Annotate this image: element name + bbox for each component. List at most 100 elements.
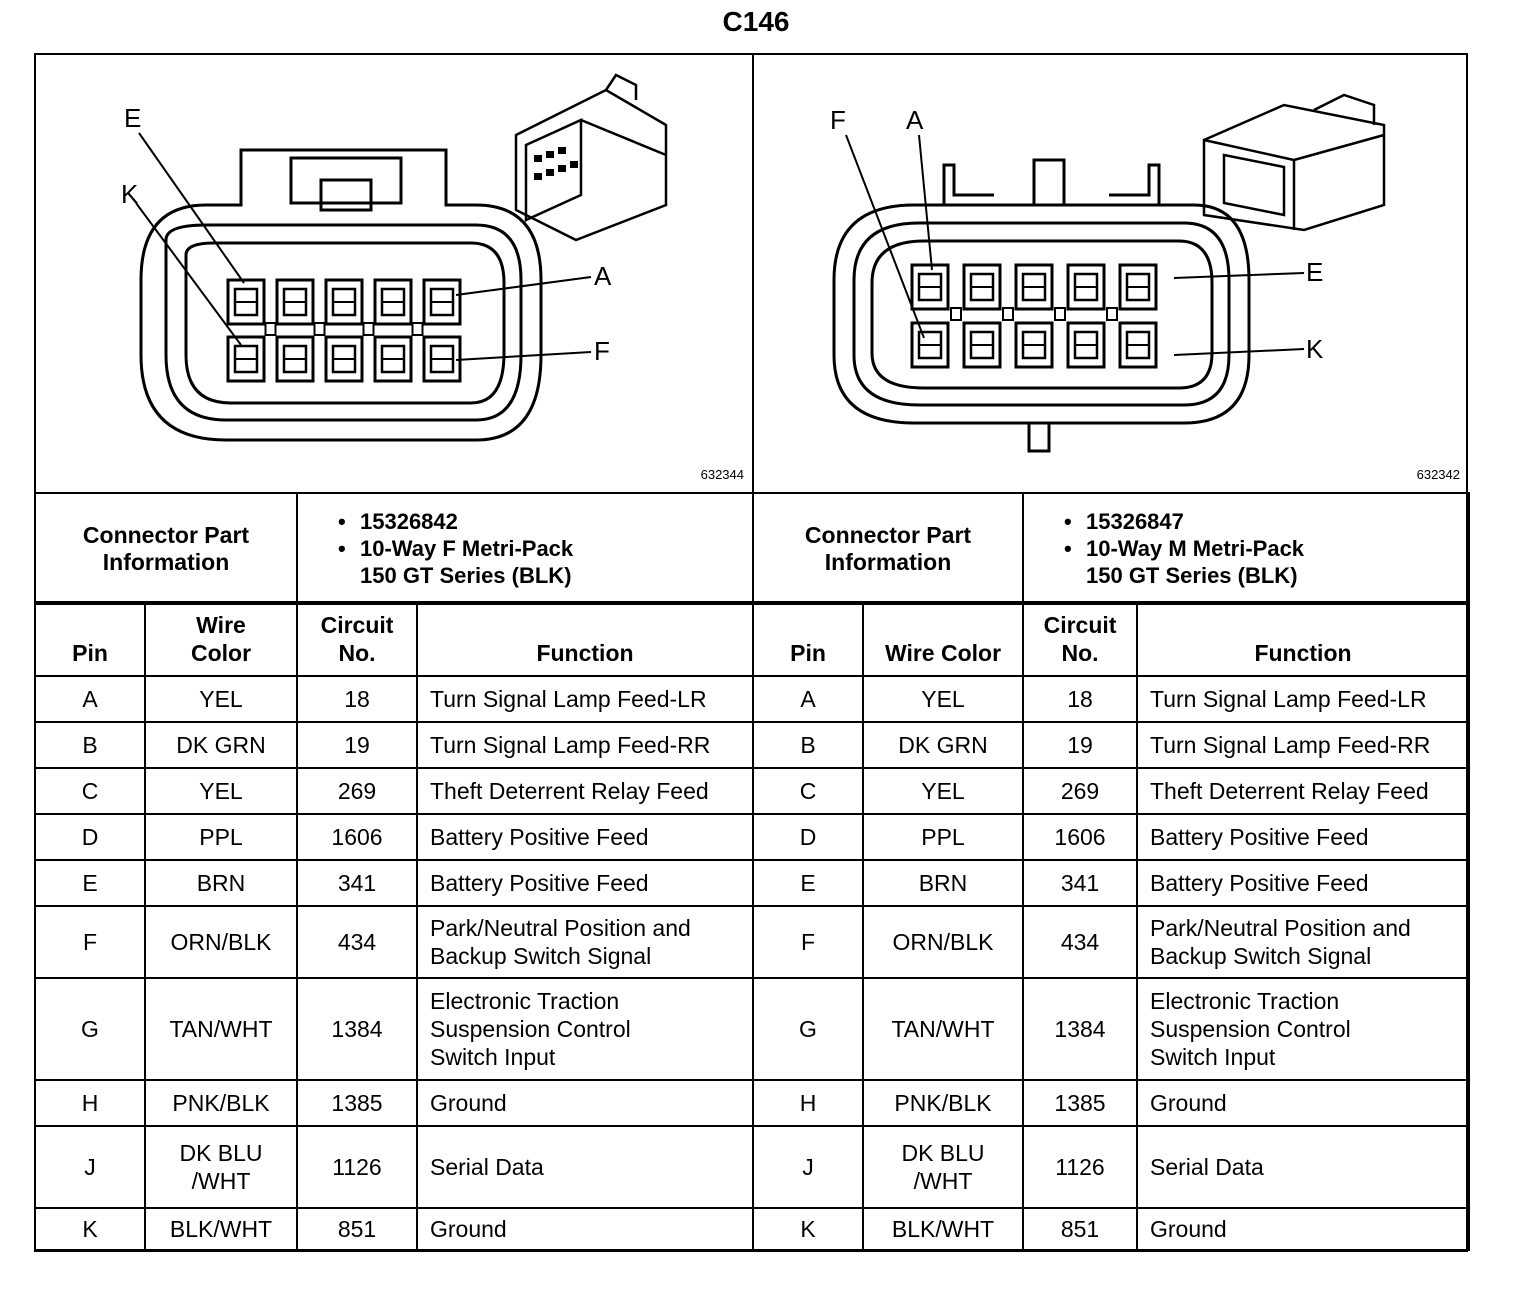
wire-color-cell: BLK/WHT (144, 1207, 298, 1251)
terminal-cavity (1014, 321, 1054, 369)
function-cell: Serial Data (416, 1125, 754, 1209)
wire-color-cell: YEL (144, 675, 298, 723)
wire-color-cell: BRN (862, 859, 1024, 907)
terminal-cavity (962, 321, 1002, 369)
callout-k: K (121, 179, 139, 209)
male-connector-drawing: F A E K (830, 93, 1386, 453)
header-circuit-no: Circuit No. (1022, 601, 1138, 677)
figure-id: 632344 (700, 467, 744, 482)
terminal-cavity (373, 278, 413, 326)
function-cell: Ground (1136, 1079, 1470, 1127)
leader-line-a (455, 276, 592, 296)
leader-line-f (455, 351, 592, 361)
connector-title: C146 (722, 6, 790, 37)
function-cell: Ground (416, 1207, 754, 1251)
function-cell: Theft Deterrent Relay Feed (416, 767, 754, 815)
wire-color-cell: ORN/BLK (862, 905, 1024, 979)
terminal-cavity (373, 335, 413, 383)
pin-cell: G (752, 977, 864, 1081)
female-connector-isometric-view (514, 73, 668, 242)
circuit-cell: 269 (296, 767, 418, 815)
wire-color-cell: DK BLU /WHT (144, 1125, 298, 1209)
function-cell: Electronic Traction Suspension Control S… (1136, 977, 1470, 1081)
pin-cell: E (752, 859, 864, 907)
circuit-cell: 341 (1022, 859, 1138, 907)
function-cell: Ground (1136, 1207, 1470, 1251)
terminal-cavity (324, 335, 364, 383)
callout-k: K (1306, 334, 1324, 364)
polarization-bump (264, 322, 277, 336)
leader-line-f (845, 134, 925, 339)
wire-color-cell: DK GRN (144, 721, 298, 769)
connector-outer-shell (139, 148, 543, 442)
connector-key-tabs (942, 158, 1161, 205)
pin-cell: C (752, 767, 864, 815)
polarization-bump (411, 322, 424, 336)
pin-cell: D (752, 813, 864, 861)
polarization-bump (1002, 307, 1014, 321)
terminal-cavity (1066, 321, 1106, 369)
pin-cell: B (34, 721, 146, 769)
pin-cell: F (752, 905, 864, 979)
part-description-1: 10-Way M Metri-Pack (1060, 535, 1468, 562)
terminal-cavity (910, 263, 950, 311)
circuit-cell: 1126 (1022, 1125, 1138, 1209)
circuit-cell: 1606 (1022, 813, 1138, 861)
pin-cell: C (34, 767, 146, 815)
pin-cell: B (752, 721, 864, 769)
connector-seal (184, 241, 506, 405)
function-text: Park/Neutral Position and Backup Switch … (1150, 915, 1411, 969)
part-number: 15326847 (1060, 508, 1468, 535)
circuit-cell: 19 (296, 721, 418, 769)
polarization-bump (1054, 307, 1066, 321)
callout-a: A (906, 105, 924, 135)
wire-color-cell: DK BLU /WHT (862, 1125, 1024, 1209)
function-cell: Battery Positive Feed (1136, 859, 1470, 907)
wire-color-cell: BLK/WHT (862, 1207, 1024, 1251)
callout-e: E (124, 103, 141, 133)
function-cell: Battery Positive Feed (1136, 813, 1470, 861)
function-cell: Battery Positive Feed (416, 813, 754, 861)
wire-color-cell: PPL (862, 813, 1024, 861)
pin-cell: A (34, 675, 146, 723)
circuit-cell: 1606 (296, 813, 418, 861)
circuit-cell: 434 (1022, 905, 1138, 979)
circuit-cell: 18 (296, 675, 418, 723)
header-wire-color: Wire Color (144, 601, 298, 677)
circuit-cell: 18 (1022, 675, 1138, 723)
polarization-bump (950, 307, 962, 321)
function-cell: Turn Signal Lamp Feed-RR (416, 721, 754, 769)
polarization-bump (362, 322, 375, 336)
pin-cell: E (34, 859, 146, 907)
function-cell: Turn Signal Lamp Feed-RR (1136, 721, 1470, 769)
terminal-cavity (910, 321, 950, 369)
polarization-bump (1106, 307, 1118, 321)
terminal-cavity (962, 263, 1002, 311)
circuit-cell: 269 (1022, 767, 1138, 815)
wire-color-cell: ORN/BLK (144, 905, 298, 979)
pin-cell: H (34, 1079, 146, 1127)
connector-seal (870, 239, 1214, 390)
polarization-bump (313, 322, 326, 336)
function-text: Electronic Traction Suspension Control S… (430, 988, 631, 1070)
connector-part-info-label: Connector Part Information (34, 492, 298, 605)
connector-outer-shell (832, 203, 1251, 425)
terminal-cavity (1118, 321, 1158, 369)
callout-e: E (1306, 257, 1323, 287)
callout-f: F (830, 105, 846, 135)
connector-part-info-label: Connector Part Information (752, 492, 1024, 605)
wire-color-text: DK BLU /WHT (179, 1140, 263, 1194)
wire-color-text: DK BLU /WHT (901, 1140, 985, 1194)
